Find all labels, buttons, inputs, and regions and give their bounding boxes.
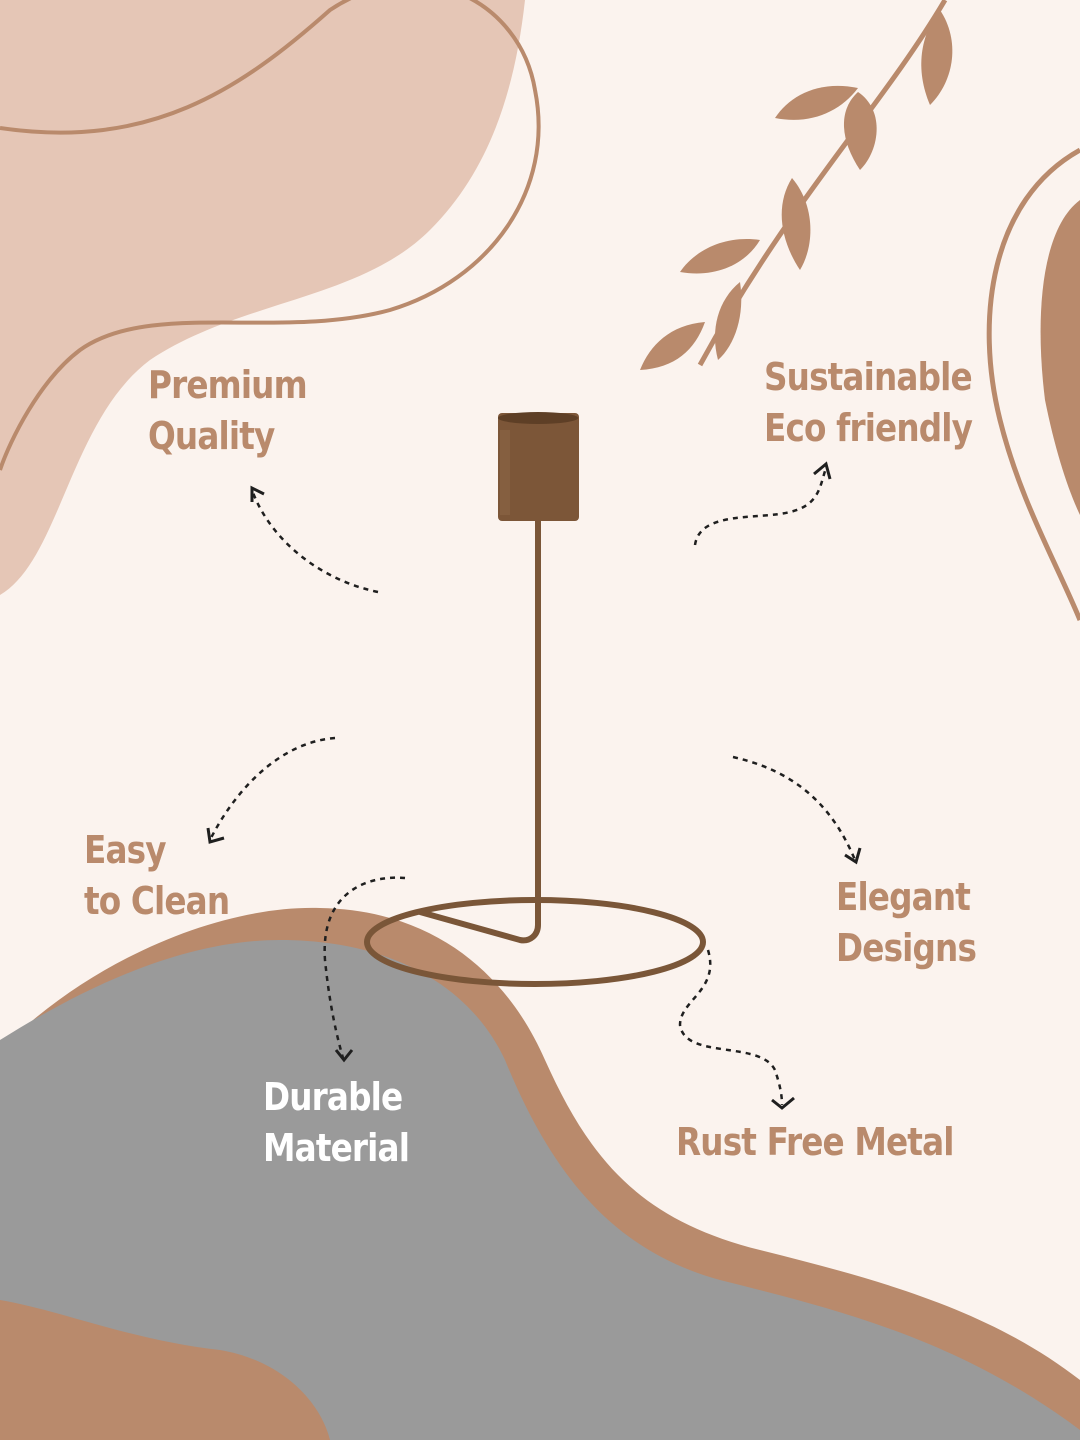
feature-easy-line2: to Clean — [84, 879, 230, 923]
blush-blob-shape — [0, 0, 525, 595]
grey-blob-bottom — [0, 940, 1080, 1440]
arrow-premium-icon — [250, 489, 379, 594]
feature-elegant: Elegant Designs — [836, 872, 977, 974]
tan-arc-right — [1040, 200, 1080, 515]
feature-sustainable: Sustainable Eco friendly — [764, 352, 973, 454]
feature-elegant-line2: Designs — [836, 926, 977, 970]
feature-durable-line1: Durable — [263, 1075, 403, 1119]
arrow-heads — [206, 461, 862, 1110]
leaf-branch-icon — [640, 0, 953, 370]
arrow-sustainable-icon — [693, 467, 828, 546]
feature-easy-line1: Easy — [84, 828, 167, 872]
dashed-arrows — [208, 467, 857, 1106]
feature-easy-clean: Easy to Clean — [84, 825, 230, 927]
candle-holder-icon — [364, 412, 706, 987]
feature-rust-free: Rust Free Metal — [676, 1117, 954, 1168]
feature-sustainable-line2: Eco friendly — [764, 406, 973, 450]
arrow-rust-icon — [678, 949, 784, 1106]
arrow-durable-icon — [323, 876, 406, 1059]
outline-curve-top — [0, 0, 541, 471]
feature-elegant-line1: Elegant — [836, 875, 971, 919]
arrow-easy-icon — [208, 736, 336, 841]
feature-durable: Durable Material — [263, 1072, 410, 1174]
feature-durable-line2: Material — [263, 1126, 410, 1170]
arrow-elegant-icon — [732, 755, 857, 861]
feature-premium-quality: Premium Quality — [148, 360, 308, 462]
feature-premium-line1: Premium — [148, 363, 308, 407]
feature-sustainable-line1: Sustainable — [764, 355, 973, 399]
feature-premium-line2: Quality — [148, 414, 275, 458]
outline-arc-right — [986, 147, 1080, 621]
tan-blob-bottom-left — [0, 1300, 330, 1440]
feature-rust-line1: Rust Free Metal — [676, 1120, 954, 1164]
